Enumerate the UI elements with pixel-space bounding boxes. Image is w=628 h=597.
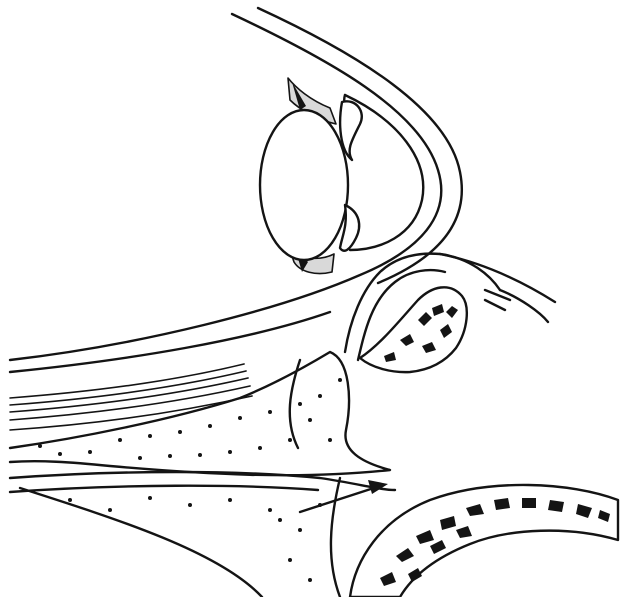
lower-lid-bone — [350, 485, 618, 597]
orbital-fat-layers — [10, 364, 252, 430]
orbital-floor-bone — [10, 352, 390, 475]
lower-soft-tissue — [10, 472, 395, 597]
eyelid-tarsus — [360, 287, 467, 372]
globe — [10, 8, 462, 372]
lens — [260, 110, 348, 260]
pointer-arrow — [300, 480, 388, 512]
